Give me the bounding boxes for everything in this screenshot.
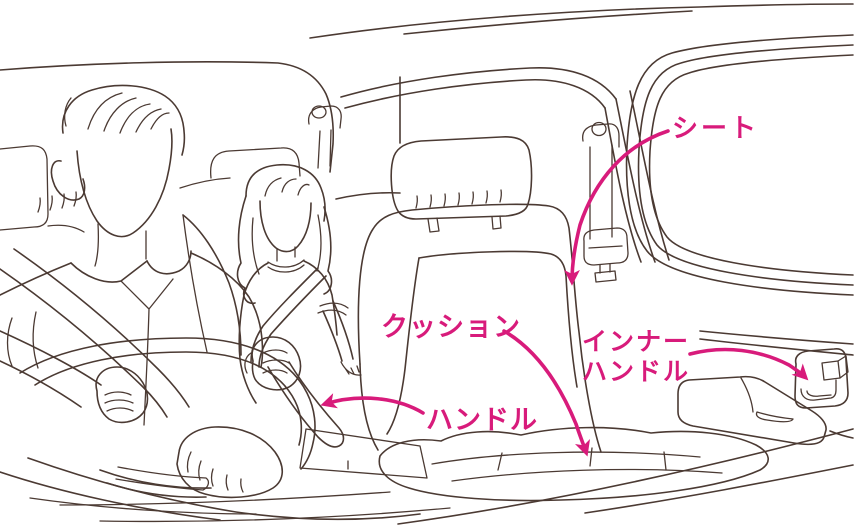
inner-door-handle	[794, 348, 849, 409]
cushion-arrow	[502, 329, 591, 457]
inner-handle-label-line1: インナー	[582, 328, 691, 356]
seat-cushion	[59, 426, 769, 523]
callout-arrows	[320, 129, 809, 457]
front-seatbelt-anchor	[307, 105, 342, 169]
driver-right-hand	[251, 336, 302, 391]
inner-handle-label: インナー ハンドル	[582, 327, 690, 387]
roof-lines	[0, 3, 854, 173]
b-pillar-seatbelt	[582, 121, 629, 283]
seat-arrow	[564, 129, 670, 286]
driver-figure	[0, 84, 264, 426]
door-panel	[397, 330, 854, 525]
handle-label: ハンドル	[426, 405, 538, 435]
inner-handle-label-line2: ハンドル	[582, 358, 691, 386]
seat-label: シート	[672, 113, 760, 143]
front-window-frame	[335, 66, 670, 263]
rear-window-frame	[625, 34, 854, 296]
handle-arrow	[320, 393, 425, 415]
seat-bolster	[0, 426, 421, 521]
cushion-label: クッション	[381, 312, 521, 342]
steering-wheel	[19, 336, 316, 498]
inner-handle-arrow	[688, 347, 809, 381]
child-figure	[179, 147, 362, 448]
front-seat	[357, 136, 602, 453]
door-armrest	[677, 375, 827, 446]
driver-left-hand	[95, 366, 149, 424]
